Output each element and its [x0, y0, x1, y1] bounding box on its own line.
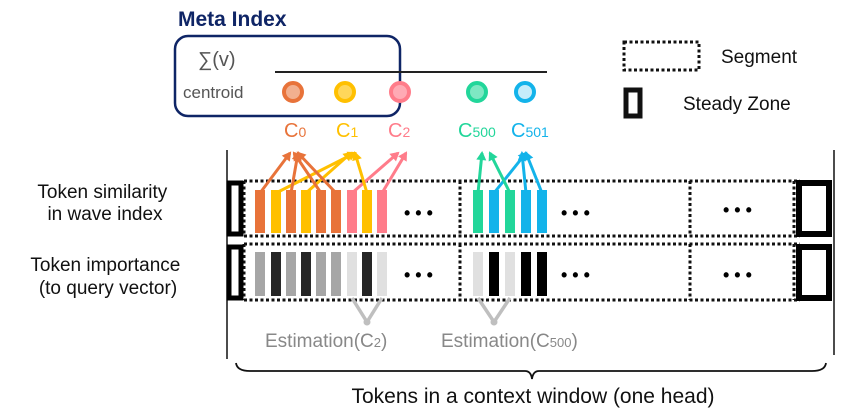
similarity-token-seg1	[377, 190, 387, 233]
similarity-arrow	[292, 152, 323, 194]
centroid-dot-c1	[334, 81, 356, 103]
importance-token-seg1	[316, 252, 326, 296]
sum-label: ∑(v)	[198, 49, 236, 71]
similarity-token-seg2	[473, 190, 483, 233]
ellipsis-similarity-3: • • •	[723, 200, 752, 220]
similarity-arrow	[524, 152, 544, 194]
arrow-head	[398, 151, 408, 162]
importance-token-seg1	[377, 252, 387, 296]
estimation-dot	[490, 318, 498, 326]
segment-legend-label: Segment	[721, 47, 798, 68]
importance-token-seg1	[271, 252, 281, 296]
steady-zone-left-similarity	[226, 180, 244, 237]
similarity-arrow	[380, 152, 408, 194]
arrow-head	[296, 151, 307, 162]
importance-token-seg2	[537, 252, 547, 296]
arrow-head	[281, 151, 292, 162]
similarity-token-seg1	[316, 190, 326, 233]
meta-index-title: Meta Index	[178, 8, 287, 31]
segment-legend-icon	[622, 40, 701, 72]
ellipsis-importance-3: • • •	[723, 265, 752, 285]
estimation-connector	[350, 297, 384, 326]
similarity-arrow	[351, 151, 399, 195]
importance-token-seg1	[347, 252, 357, 296]
ellipsis-importance-2: • • •	[561, 265, 590, 285]
arrow-head	[352, 151, 362, 162]
centroid-label-c2: C2	[388, 120, 410, 142]
meta-index-box	[173, 34, 402, 118]
importance-row-segments	[242, 242, 800, 302]
steady-zone-legend-icon	[623, 87, 643, 119]
estimation-label-c500: Estimation(C500)	[441, 331, 578, 352]
centroid-label-c501: C501	[511, 120, 549, 142]
estimation-connector	[476, 297, 512, 326]
importance-row-label: Token importance (to query vector)	[30, 255, 185, 299]
steady-zone-left-importance	[226, 244, 244, 301]
similarity-token-seg2	[537, 190, 547, 233]
context-window-label: Tokens in a context window (one head)	[351, 385, 714, 408]
similarity-arrow	[258, 152, 292, 194]
similarity-token-seg1	[271, 190, 281, 233]
arrow-head	[476, 151, 487, 161]
importance-token-seg2	[521, 252, 531, 296]
similarity-token-seg1	[286, 190, 296, 233]
similarity-token-seg2	[489, 190, 499, 233]
centroid-dot-c0	[282, 81, 304, 103]
similarity-arrow	[488, 152, 512, 194]
ellipsis-similarity-1: • • •	[404, 203, 433, 223]
importance-token-seg1	[255, 252, 265, 296]
steady-zone-legend-label: Steady Zone	[683, 94, 791, 115]
importance-token-seg1	[286, 252, 296, 296]
estimation-label-c2: Estimation(C2)	[265, 331, 387, 352]
importance-token-seg1	[301, 252, 311, 296]
centroid-dot-c501	[514, 81, 536, 103]
centroid-dot-c500	[466, 81, 488, 103]
arrow-head	[342, 151, 353, 162]
centroid-label: centroid	[183, 83, 243, 102]
importance-token-seg2	[473, 252, 483, 296]
similarity-arrow	[305, 151, 352, 195]
arrow-head	[292, 151, 303, 162]
centroid-dot-c2	[389, 81, 411, 103]
similarity-arrow	[296, 151, 338, 195]
importance-token-seg2	[505, 252, 515, 296]
arrow-head	[389, 151, 400, 162]
arrow-head	[523, 151, 534, 162]
importance-token-seg2	[489, 252, 499, 296]
importance-token-seg1	[331, 252, 341, 296]
similarity-token-seg1	[301, 190, 311, 233]
similarity-token-seg2	[505, 190, 515, 233]
similarity-token-seg1	[255, 190, 265, 233]
ellipsis-similarity-2: • • •	[561, 203, 590, 223]
similarity-token-seg1	[362, 190, 372, 233]
ellipsis-importance-1: • • •	[404, 265, 433, 285]
similarity-row-label: Token similarity in wave index	[37, 182, 172, 225]
centroid-label-c1: C1	[336, 120, 358, 142]
similarity-row-segments	[242, 179, 800, 238]
context-window-brace	[235, 362, 827, 380]
similarity-token-seg1	[347, 190, 357, 233]
steady-zone-right-importance	[796, 244, 832, 301]
centroid-label-c500: C500	[458, 120, 496, 142]
arrow-head	[488, 151, 498, 162]
centroid-label-c0: C0	[284, 120, 306, 142]
estimation-dot	[363, 318, 371, 326]
similarity-token-seg1	[331, 190, 341, 233]
similarity-token-seg2	[521, 190, 531, 233]
importance-token-seg1	[362, 252, 372, 296]
steady-zone-right-similarity	[796, 180, 832, 237]
